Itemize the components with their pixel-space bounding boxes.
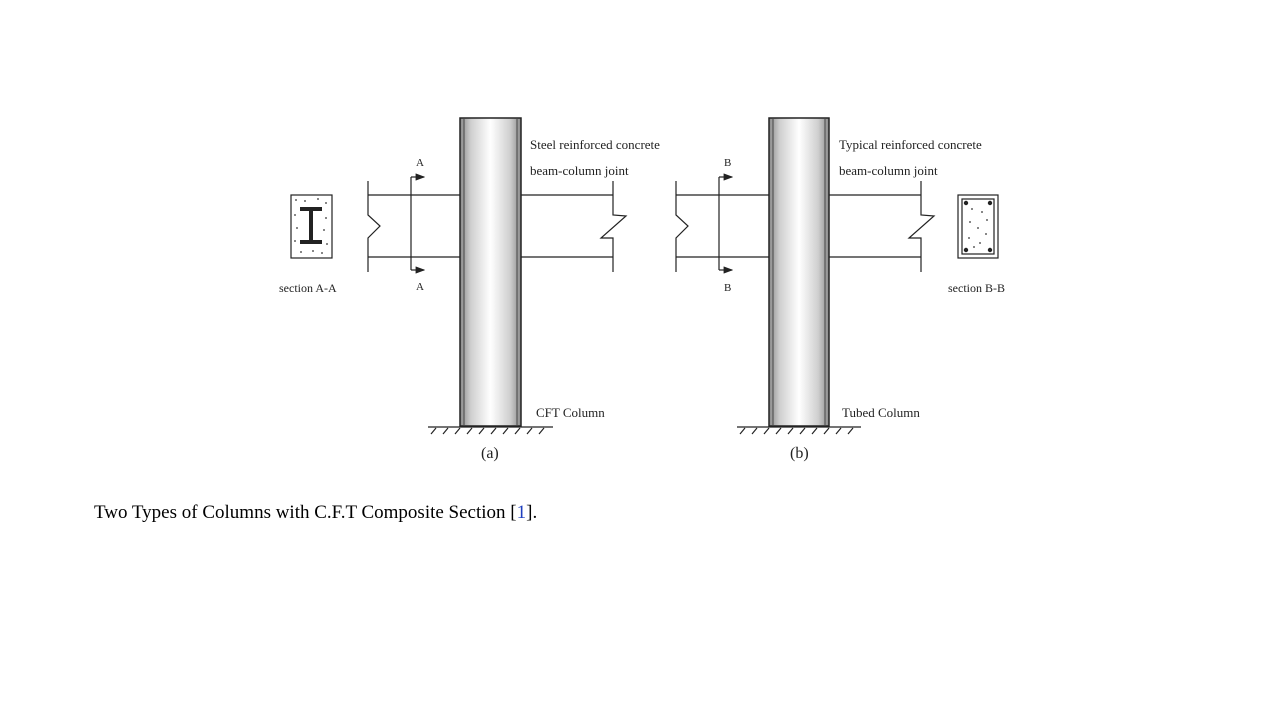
ground-a [428, 426, 553, 435]
section-a-thumbnail [290, 194, 333, 259]
cft-column-a [459, 117, 522, 427]
right-beam-a [521, 181, 628, 272]
joint-label-line1-a: Steel reinforced concrete [530, 137, 660, 152]
section-cut-a [410, 173, 426, 274]
cut-mark-bottom-b: B [724, 282, 731, 294]
joint-label-line1-b: Typical reinforced concrete [839, 137, 982, 152]
cut-mark-bottom-a: A [416, 281, 424, 293]
joint-label-line2-b: beam-column joint [839, 163, 938, 178]
tubed-column-b [768, 117, 830, 427]
left-beam-a [367, 181, 460, 272]
left-beam-b [675, 181, 769, 272]
section-b-thumbnail [957, 194, 999, 259]
section-label-a: section A-A [279, 281, 337, 295]
panel-a: A A section A-A Steel reinforced concret… [279, 117, 660, 462]
panel-label-b: (b) [790, 445, 809, 462]
citation-link[interactable]: 1 [516, 502, 527, 523]
column-label-b: Tubed Column [842, 405, 920, 420]
panel-b: B B section B-B Typical reinforced concr… [675, 117, 1005, 462]
section-cut-b [718, 173, 734, 274]
ground-b [737, 426, 861, 435]
figure-caption: Two Types of Columns with C.F.T Composit… [94, 502, 537, 524]
cut-mark-top-b: B [724, 157, 731, 169]
right-beam-b [829, 181, 936, 272]
panel-label-a: (a) [481, 445, 499, 462]
joint-label-line2-a: beam-column joint [530, 163, 629, 178]
cut-mark-top-a: A [416, 157, 424, 169]
column-label-a: CFT Column [536, 405, 605, 420]
caption-text: Two Types of Columns with C.F.T Composit… [94, 502, 517, 523]
caption-tail: ]. [526, 502, 538, 523]
section-label-b: section B-B [948, 281, 1005, 295]
